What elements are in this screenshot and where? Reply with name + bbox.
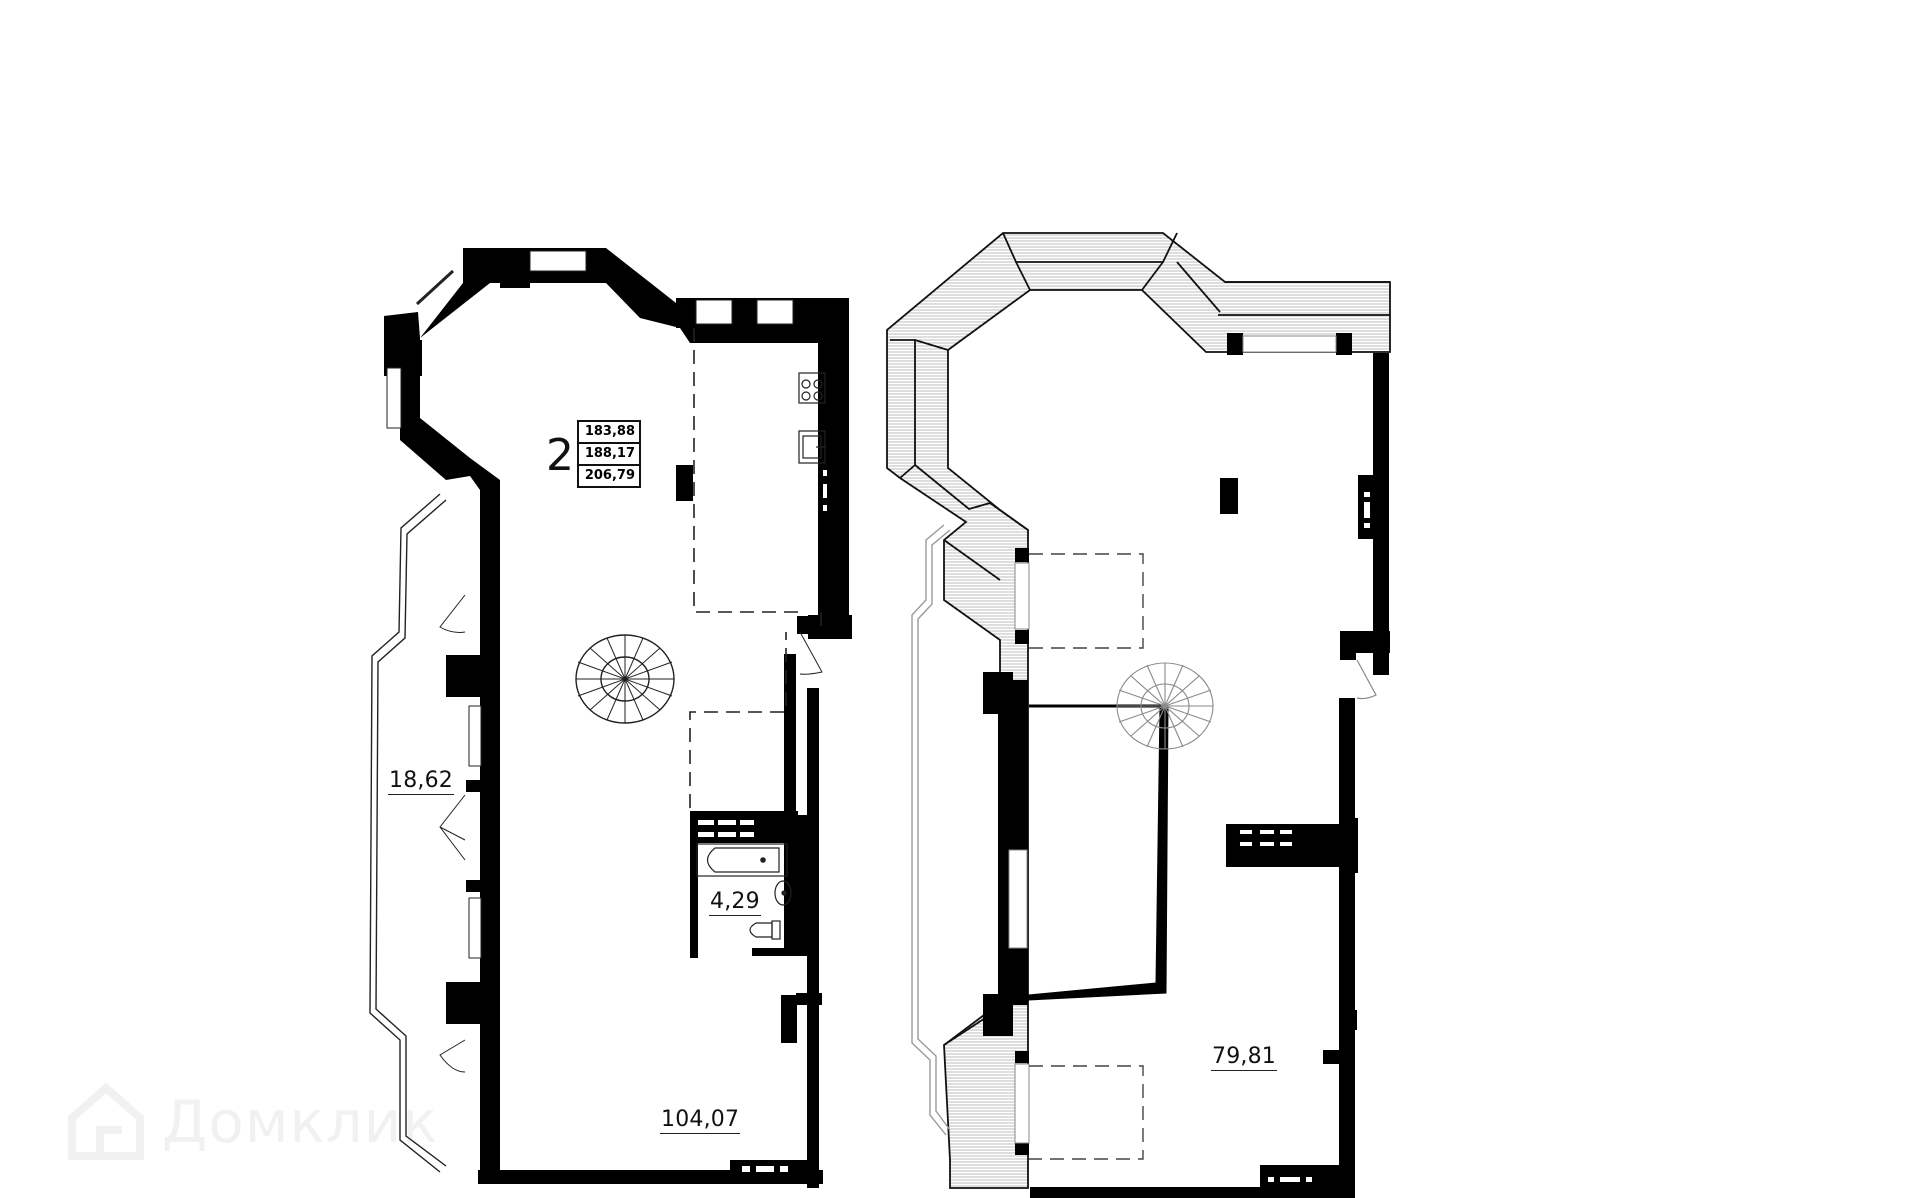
upper-vent-slots — [1240, 492, 1370, 1182]
stove-icon — [798, 372, 826, 404]
unit-area-box: 183,88 188,17 206,79 — [577, 420, 641, 488]
bathroom-partition — [752, 950, 797, 956]
upper-door-swing — [1356, 659, 1377, 700]
room-area-upper: 79,81 — [1211, 1044, 1277, 1071]
rooms-count-label: 2 — [546, 430, 574, 481]
area-living: 183,88 — [577, 420, 641, 444]
room-area-bathroom: 4,29 — [709, 889, 761, 916]
room-area-living-kitchen: 104,07 — [660, 1107, 741, 1134]
vent-slots-bathroom — [698, 470, 827, 1172]
upper-dashed-zones — [1029, 553, 1144, 1160]
door-swings — [439, 594, 823, 1073]
area-total: 188,17 — [577, 442, 641, 466]
lower-windows — [386, 250, 794, 959]
spiral-stair-icon — [575, 634, 675, 724]
area-total-with-balcony: 206,79 — [577, 464, 641, 488]
upper-windows — [1008, 335, 1337, 1144]
lower-diagonal-window — [415, 269, 455, 306]
house-logo-icon — [68, 1082, 144, 1160]
sink-icon — [798, 430, 826, 464]
watermark-text: Домклик — [162, 1088, 439, 1156]
roof-hatch-lines — [890, 232, 1390, 1046]
upper-spiral-stair-icon — [1116, 662, 1214, 750]
upper-balcony-outline — [911, 524, 951, 1136]
bathtub-icon — [696, 843, 788, 877]
watermark: Домклик — [64, 1080, 438, 1164]
roof-hatch-band — [886, 232, 1391, 1189]
zone-dashed-lines — [689, 328, 822, 808]
upper-level-plan — [886, 232, 1391, 1198]
lower-level-plan — [369, 248, 852, 1188]
toilet-icon — [749, 920, 781, 940]
balcony-outline — [369, 493, 447, 1173]
basin-icon — [774, 880, 792, 906]
room-area-balcony: 18,62 — [388, 768, 454, 795]
stair-opening-outline — [1028, 704, 1169, 1001]
upper-walls — [983, 333, 1390, 1198]
